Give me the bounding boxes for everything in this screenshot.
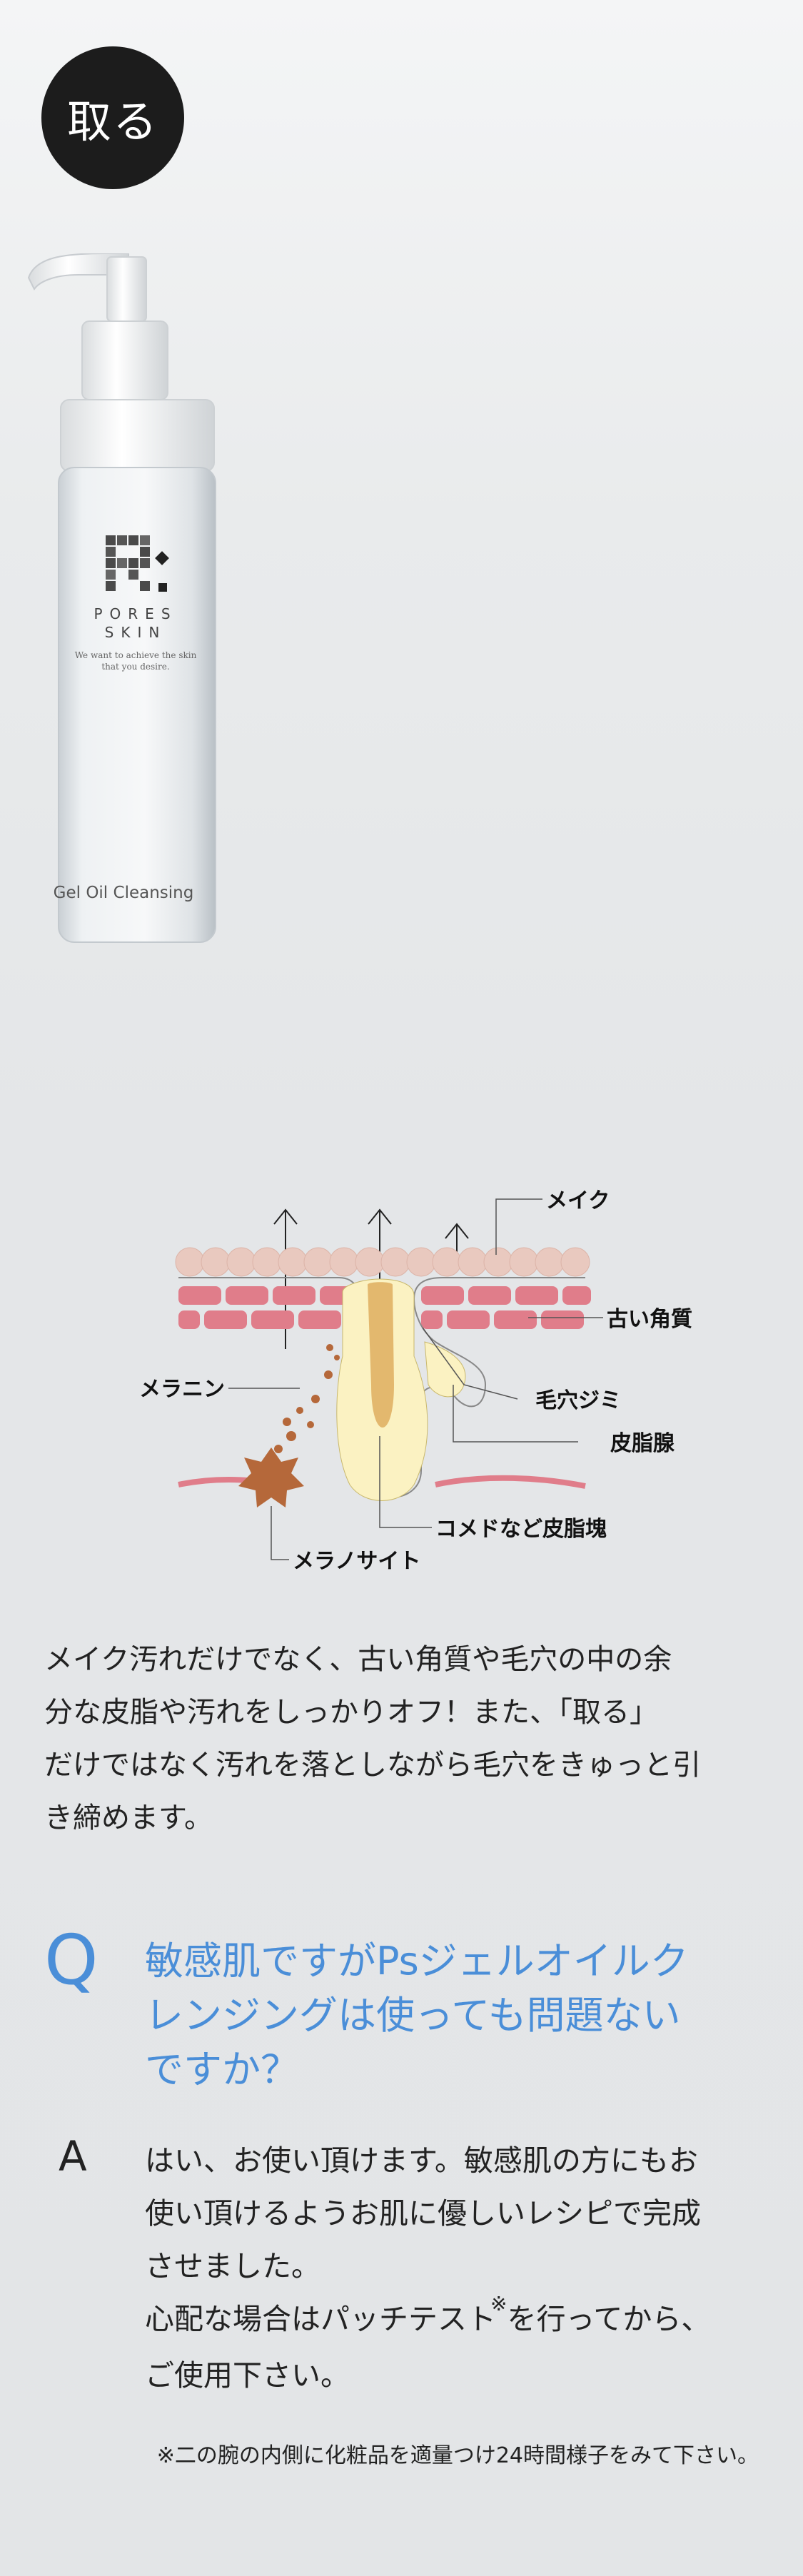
footnote-marker: ※ bbox=[490, 2292, 507, 2315]
brand-line1: PORES bbox=[94, 605, 177, 622]
bottle-cap bbox=[81, 320, 168, 400]
answer-mark-label: A bbox=[59, 2132, 87, 2181]
melanin-dots bbox=[274, 1344, 340, 1453]
take-badge: 取る bbox=[41, 46, 184, 189]
comedo-core bbox=[368, 1282, 394, 1428]
answer-line: はい、お使い頂けます。敏感肌の方にもお bbox=[145, 2143, 698, 2178]
description-line: メイク汚れだけでなく、古い角質や毛穴の中の余 bbox=[44, 1643, 672, 1676]
answer-line: ご使用下さい。 bbox=[145, 2358, 350, 2393]
label-old-keratin: 古い角質 bbox=[607, 1307, 692, 1332]
brand-line2: SKIN bbox=[105, 624, 167, 641]
label-melanin: メラニン bbox=[139, 1377, 225, 1402]
answer-line-part: 心配な場合はパッチテスト bbox=[145, 2302, 496, 2336]
answer-line: させました。 bbox=[145, 2249, 320, 2283]
pore-diagram: メイク 古い角質 メラニン 毛穴ジミ 皮脂腺 コメドなど皮脂塊 メラノサイト bbox=[139, 1188, 692, 1574]
answer-line: 心配な場合はパッチテスト※を行ってから、 bbox=[145, 2292, 773, 2349]
question-line: ですか？ bbox=[145, 2047, 299, 2092]
question-line: レンジングは使っても問題ない bbox=[145, 1993, 681, 2038]
pump-nozzle bbox=[27, 253, 129, 291]
label-pore-spot: 毛穴ジミ bbox=[535, 1388, 621, 1413]
product-bottle-image: PORES SKIN We want to achieve the skin t… bbox=[27, 253, 216, 943]
label-sebaceous-gland: 皮脂腺 bbox=[610, 1431, 675, 1456]
footnote: ※二の腕の内側に化粧品を適量つけ24時間様子をみて下さい。 bbox=[156, 2443, 759, 2468]
bottle-body bbox=[58, 467, 216, 943]
badge-label: 取る bbox=[66, 96, 158, 148]
label-comedo: コメドなど皮脂塊 bbox=[435, 1517, 607, 1542]
answer-line-part: を行ってから、 bbox=[507, 2302, 711, 2336]
sebaceous-gland bbox=[424, 1341, 466, 1398]
product-name: Gel Oil Cleansing bbox=[54, 884, 194, 902]
description-line: 分な皮脂や汚れをしっかりオフ！また、「取る」 bbox=[44, 1696, 658, 1729]
label-makeup: メイク bbox=[546, 1188, 610, 1213]
faq-question: 敏感肌ですがPsジェルオイルク レンジングは使っても問題ない ですか？ bbox=[145, 1934, 773, 2097]
tagline-line2: that you desire. bbox=[101, 662, 169, 672]
question-mark-label: Q bbox=[44, 1920, 99, 2000]
faq-answer: はい、お使い頂けます。敏感肌の方にもお 使い頂けるようお肌に優しいレシピで完成 … bbox=[145, 2134, 773, 2402]
melanocyte bbox=[238, 1448, 304, 1507]
old-keratin-layer bbox=[178, 1286, 591, 1329]
description-line: だけではなく汚れを落としながら毛穴をきゅっと引 bbox=[44, 1749, 701, 1782]
answer-line: 使い頂けるようお肌に優しいレシピで完成 bbox=[145, 2196, 701, 2231]
makeup-layer bbox=[175, 1247, 590, 1277]
description-text: メイク汚れだけでなく、古い角質や毛穴の中の余 分な皮脂や汚れをしっかりオフ！また… bbox=[44, 1633, 765, 1844]
question-line: 敏感肌ですがPsジェルオイルク bbox=[145, 1939, 689, 1984]
tagline-line1: We want to achieve the skin bbox=[75, 650, 197, 660]
label-melanocyte: メラノサイト bbox=[293, 1549, 420, 1574]
description-line: き締めます。 bbox=[44, 1802, 213, 1834]
